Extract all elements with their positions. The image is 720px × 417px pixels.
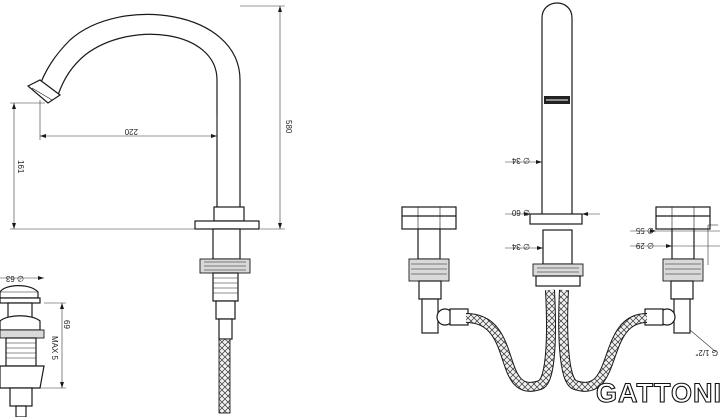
right-handle-valve xyxy=(644,206,711,334)
braided-hoses xyxy=(465,289,648,392)
dim-waste-diameter: ∅ 63 xyxy=(5,274,24,283)
dim-thread: G 1/2" xyxy=(695,348,718,357)
front-view-spout xyxy=(529,2,584,287)
dim-handle-diameter: ∅ 55 xyxy=(635,226,654,235)
dim-spout-height: 580 xyxy=(284,120,293,134)
dim-handle-stem-diameter: ∅ 29 xyxy=(635,241,654,250)
dimension-161: 161 xyxy=(10,102,200,230)
left-handle-valve xyxy=(401,206,469,334)
dimension-spout-front: ∅ 34 ∅ 60 ∅ 34 xyxy=(505,156,600,251)
dim-spout-body-diameter: ∅ 34 xyxy=(511,156,530,165)
dimension-waste: ∅ 63 69 MAX 5 xyxy=(0,274,71,389)
side-view-spout xyxy=(26,13,260,414)
dimension-580: 580 xyxy=(240,5,293,230)
dim-base-lower-diameter: ∅ 34 xyxy=(511,242,530,251)
dimension-handle: ∅ 55 ∅ 29 G 1/2" xyxy=(630,224,720,357)
waste-drain xyxy=(0,285,45,417)
dimension-220: 220 xyxy=(39,100,218,140)
dim-outlet-height: 161 xyxy=(16,160,25,174)
dim-spout-reach: 220 xyxy=(124,127,138,136)
dim-waste-max: MAX 5 xyxy=(50,336,59,361)
dim-base-diameter: ∅ 60 xyxy=(511,208,530,217)
brand-logo: GATTONI xyxy=(595,378,720,408)
dim-waste-depth: 69 xyxy=(62,320,71,329)
